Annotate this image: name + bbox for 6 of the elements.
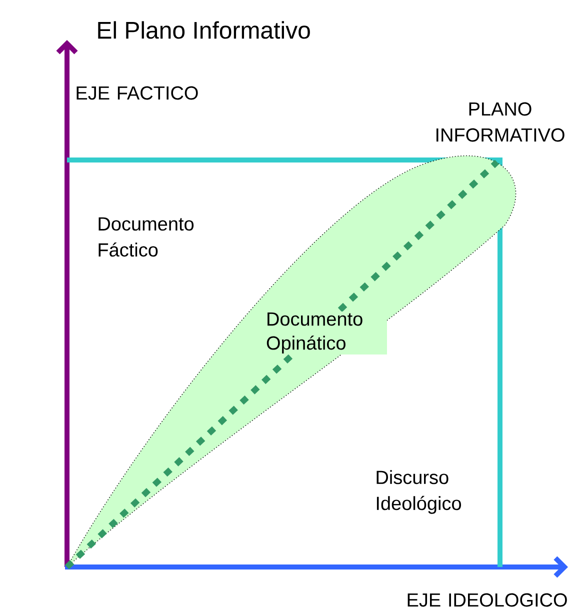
region-label: Documento Fáctico xyxy=(98,217,194,257)
corner-label: PLANO INFORMATIVO xyxy=(436,102,564,142)
region-label: Discurso Ideológico xyxy=(376,470,461,514)
title: El Plano Informativo xyxy=(98,21,310,39)
axis-label: EJE FACTICO xyxy=(76,86,198,100)
axis-label: EJE IDEOLOGICO xyxy=(408,593,567,607)
